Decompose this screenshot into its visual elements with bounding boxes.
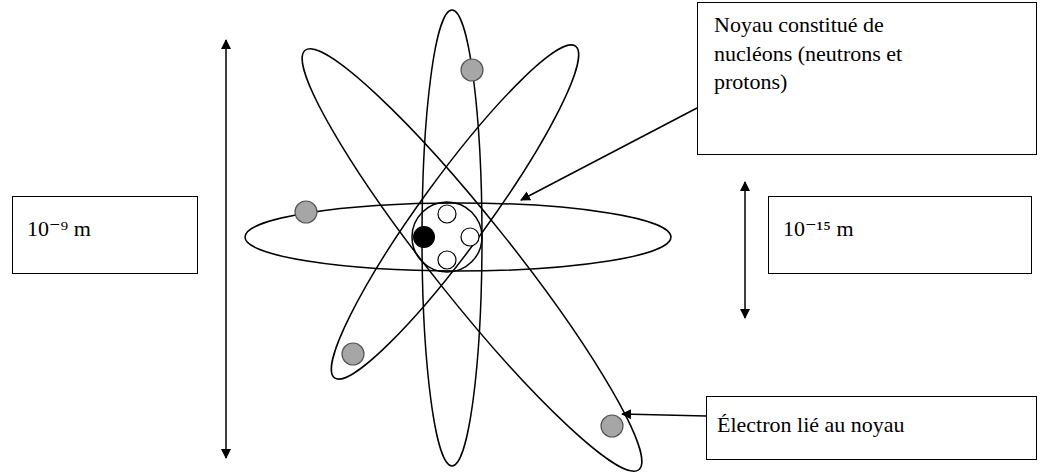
box-text: 10⁻¹⁵ m: [783, 215, 1017, 244]
orbit: [274, 25, 670, 475]
electron: [295, 201, 317, 223]
nucleon: [461, 228, 479, 246]
orbit: [307, 26, 603, 398]
label-box: Électron lié au noyau: [706, 396, 1037, 460]
nucleon: [438, 205, 456, 223]
box-text: Noyau constitué de nucléons (neutrons et…: [714, 11, 962, 97]
box-text: 10⁻⁹ m: [27, 215, 183, 244]
leader-line: [622, 414, 706, 416]
label-box: Noyau constitué de nucléons (neutrons et…: [697, 2, 1037, 155]
electron: [342, 343, 364, 365]
electron: [461, 59, 483, 81]
electron: [601, 415, 623, 437]
box-text: Électron lié au noyau: [717, 411, 1022, 440]
nucleon: [438, 251, 456, 269]
size-arrow: [744, 182, 746, 318]
size-arrow: [225, 40, 227, 458]
label-box: 10⁻¹⁵ m: [768, 196, 1032, 274]
nucleus: [412, 202, 482, 272]
nucleon: [413, 226, 435, 248]
leader-line: [521, 108, 697, 200]
label-box: 10⁻⁹ m: [12, 196, 198, 274]
